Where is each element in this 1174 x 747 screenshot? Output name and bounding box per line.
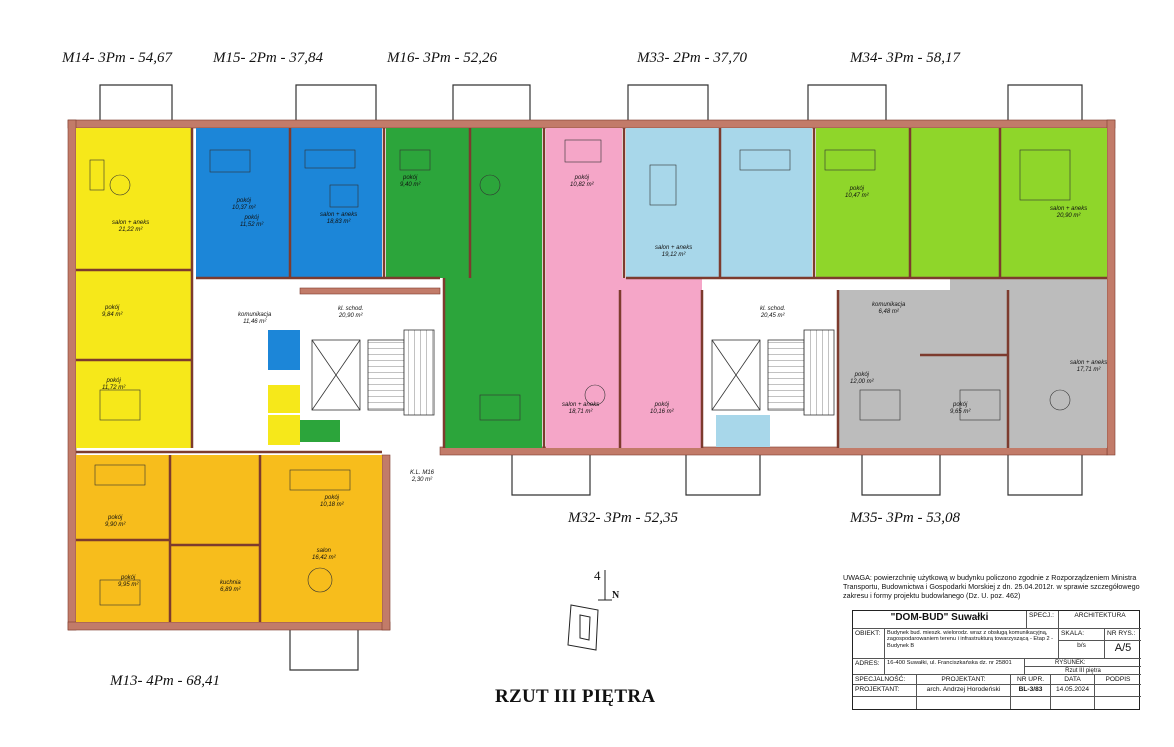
apartment-m13-area xyxy=(76,455,382,622)
empty-row xyxy=(1095,697,1141,709)
apartment-m35-area xyxy=(838,290,1107,448)
room-label: kl. schod.20,45 m² xyxy=(760,306,786,319)
apartment-m34-area xyxy=(816,128,1107,278)
podpis-value xyxy=(1095,685,1141,697)
podpis-column: PODPIS xyxy=(1095,675,1141,685)
spec-value: ARCHITEKTURA xyxy=(1059,611,1141,629)
projektant-name: arch. Andrzej Horodeński xyxy=(917,685,1011,697)
apartment-label-m15: M15- 2Pm - 37,84 xyxy=(213,50,323,66)
balconies-top xyxy=(99,84,1083,122)
north-arrow xyxy=(567,570,612,651)
data-value: 14.05.2024 xyxy=(1051,685,1095,697)
empty-row xyxy=(853,697,917,709)
projektant-column: PROJEKTANT: xyxy=(917,675,1011,685)
spec-label: SPECJ.: xyxy=(1027,611,1059,629)
rysunek-value: Rzut III piętra xyxy=(1025,667,1141,675)
obiekt-value: Budynek bud. mieszk. wielorodz. wraz z o… xyxy=(885,629,1059,659)
apartment-label-m16: M16- 3Pm - 52,26 xyxy=(387,50,497,66)
interior-walls xyxy=(76,128,1107,622)
date-text: 14.05.2024 xyxy=(1055,686,1089,693)
obiekt-label: OBIEKT: xyxy=(853,629,885,659)
apartment-m16-area xyxy=(386,128,542,278)
nr-rys-label: NR RYS.: xyxy=(1105,629,1141,641)
skala-value: b/s xyxy=(1059,641,1105,659)
empty-row xyxy=(1051,697,1095,709)
apartment-label-m14: M14- 3Pm - 54,67 xyxy=(62,50,172,66)
north-number: 4 xyxy=(594,568,601,583)
nr-upr-column: NR UPR. xyxy=(1011,675,1051,685)
adres-label: ADRES: xyxy=(853,659,885,675)
empty-row xyxy=(1011,697,1051,709)
rysunek-label: RYSUNEK: xyxy=(1025,659,1141,667)
projektant-label: PROJEKTANT: xyxy=(853,685,917,697)
adres-value: 16-400 Suwałki, ul. Franciszkańska dz. n… xyxy=(885,659,1025,675)
title-block: "DOM-BUD" Suwałki SPECJ.: ARCHITEKTURA O… xyxy=(852,610,1141,710)
area-calculation-note: UWAGA: powierzchnię użytkową w budynku p… xyxy=(843,573,1140,600)
apartment-m32-area xyxy=(546,128,622,278)
specjalnosc-label: SPECJALNOŚĆ: xyxy=(853,675,917,685)
drawing-title: RZUT III PIĘTRA xyxy=(495,686,656,707)
apartment-label-m13: M13- 4Pm - 68,41 xyxy=(110,673,220,689)
apartment-m14-area xyxy=(76,128,192,448)
apartment-label-m33: M33- 2Pm - 37,70 xyxy=(637,50,747,66)
company-name: "DOM-BUD" Suwałki xyxy=(853,611,1027,629)
furniture xyxy=(89,139,1071,606)
nr-upr-value: BL-3/83 xyxy=(1011,685,1051,697)
room-label: kl. schod.20,90 m² xyxy=(338,306,364,319)
apartment-label-m35: M35- 3Pm - 53,08 xyxy=(850,510,960,526)
apartment-label-m34: M34- 3Pm - 58,17 xyxy=(850,50,960,66)
nr-rys-value: A/5 xyxy=(1105,641,1141,659)
stairwell-left xyxy=(311,329,435,416)
data-column: DATA xyxy=(1051,675,1095,685)
north-letter: N xyxy=(612,590,620,601)
stairwell-right xyxy=(711,329,835,416)
balconies-bottom xyxy=(289,453,1083,671)
apartment-label-m32: M32- 3Pm - 52,35 xyxy=(568,510,678,526)
empty-row xyxy=(917,697,1011,709)
skala-label: SKALA: xyxy=(1059,629,1105,641)
